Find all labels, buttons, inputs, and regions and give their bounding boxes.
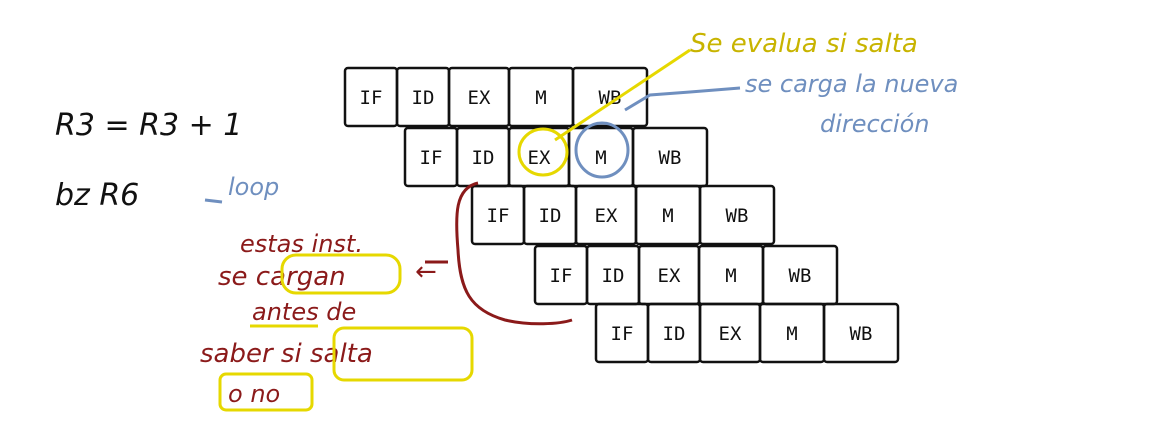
si-salta-highlight <box>332 326 474 382</box>
pipeline-row-1: IF ID EX M WB <box>343 66 649 128</box>
loaded-instructions-bracket <box>455 181 573 326</box>
stage-label-m: M <box>535 87 546 109</box>
equation-increment: R3 = R3 + 1 <box>55 108 242 143</box>
cargan-highlight <box>280 253 402 295</box>
pipeline-row-2: IF ID EX M WB <box>403 126 709 188</box>
stage-label-m: M <box>595 147 606 169</box>
ex-highlight-circle <box>517 127 569 177</box>
stage-cell-wb <box>822 302 900 364</box>
blue-pointer-line <box>624 86 741 112</box>
pipeline-row-4: IF ID EX M WB <box>533 244 839 306</box>
equation-branch: bz R6 <box>55 178 139 213</box>
stage-label-ex: EX <box>528 147 551 169</box>
stage-label-m: M <box>786 323 797 345</box>
pipeline-row-5: IF ID EX M WB <box>594 302 900 364</box>
stage-label-wb: WB <box>726 205 749 227</box>
annotation-loaded-arrow: ← <box>415 257 437 287</box>
stage-label-wb: WB <box>599 87 622 109</box>
stage-label-wb: WB <box>850 323 873 345</box>
stage-label-if: IF <box>611 323 634 345</box>
stage-label-wb: WB <box>659 147 682 169</box>
stage-label-ex: EX <box>658 265 681 287</box>
stage-label-if: IF <box>487 205 510 227</box>
branch-target-label: loop <box>228 173 279 201</box>
stage-label-if: IF <box>360 87 383 109</box>
stage-label-id: ID <box>412 87 435 109</box>
stage-label-m: M <box>725 265 736 287</box>
annotation-loaded-line3: antes de <box>252 298 356 326</box>
annotation-new-address-line1: se carga la nueva <box>745 70 958 98</box>
stage-label-if: IF <box>550 265 573 287</box>
stage-label-wb: WB <box>789 265 812 287</box>
stage-label-if: IF <box>420 147 443 169</box>
stage-label-m: M <box>662 205 673 227</box>
annotation-loaded-line4: saber si salta <box>200 339 373 369</box>
annotation-branch-evaluated: Se evalua si salta <box>690 29 918 59</box>
pipeline-row-3: IF ID EX M WB <box>470 184 776 246</box>
annotation-loaded-line1: estas inst. <box>240 230 363 258</box>
annotation-loaded-line5: o no <box>228 380 280 408</box>
yellow-pointer-line <box>554 48 691 142</box>
stage-label-ex: EX <box>595 205 618 227</box>
stage-label-id: ID <box>663 323 686 345</box>
stage-label-ex: EX <box>468 87 491 109</box>
pipeline-rows: IF ID EX M WB IF ID EX M WB IF ID EX M WB IF ID EX M WB IF ID… <box>343 66 900 364</box>
stage-cell-wb <box>698 184 776 246</box>
stage-label-id: ID <box>539 205 562 227</box>
o-no-highlight <box>218 372 314 412</box>
stage-label-id: ID <box>602 265 625 287</box>
mem-highlight-circle <box>574 121 630 179</box>
branch-dash <box>204 198 223 204</box>
stage-label-ex: EX <box>719 323 742 345</box>
stage-label-id: ID <box>472 147 495 169</box>
annotation-new-address-line2: dirección <box>820 110 930 138</box>
